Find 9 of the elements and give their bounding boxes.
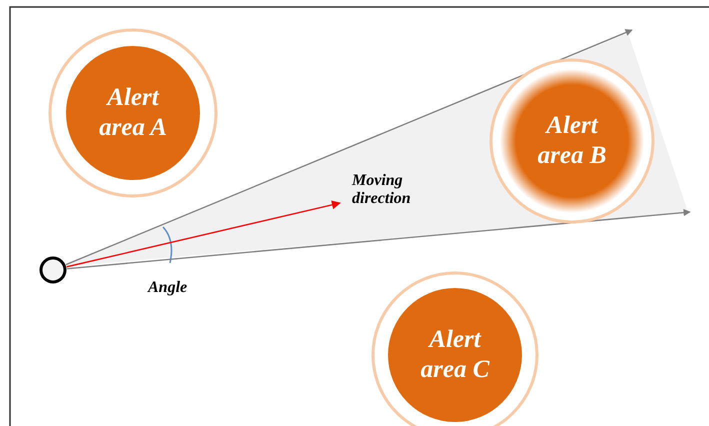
arrow <box>66 209 691 270</box>
arrow <box>66 200 341 268</box>
vehicle-circle <box>39 256 67 284</box>
angle-label: Angle <box>148 279 188 298</box>
alert-area-circle <box>48 28 218 198</box>
area-label: Alert area C <box>420 325 491 385</box>
alert-area-circle <box>489 58 655 224</box>
area-label: Alert area B <box>536 111 608 171</box>
area-label: Alert area A <box>98 83 168 143</box>
